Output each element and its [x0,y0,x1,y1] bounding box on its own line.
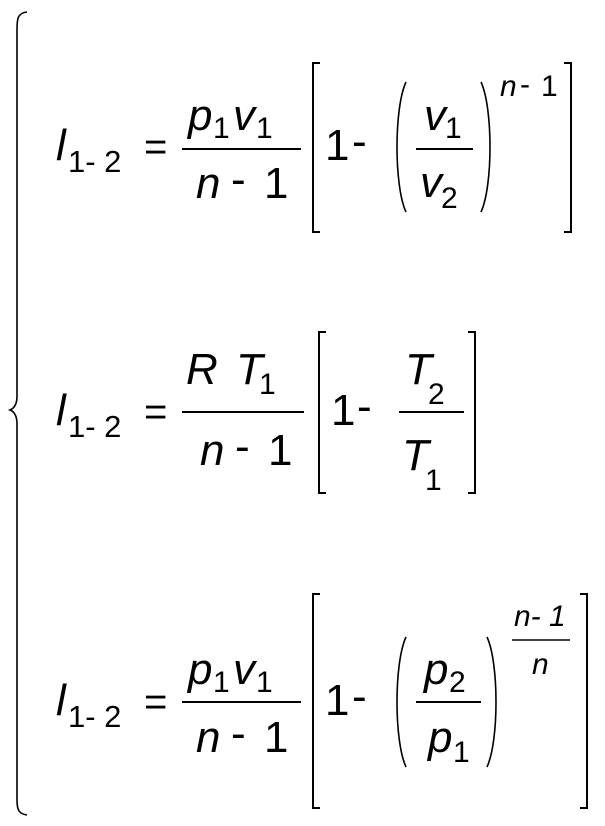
bracket-minus: - [352,117,367,166]
denominator-one: 1 [264,713,288,762]
exponent-numerator: n- 1 [514,600,566,633]
right-square-bracket [580,593,588,809]
left-brace [7,11,28,816]
right-parenthesis [480,81,491,213]
right-square-bracket [468,331,476,494]
inner-denominator-subscript: 1 [425,464,442,497]
numerator-subscript: 1 [256,666,273,699]
numerator-symbol: p [186,645,212,694]
denominator-one: 1 [268,426,292,475]
left-square-bracket [312,62,320,233]
left-square-bracket [318,331,326,494]
inner-numerator-symbol: T [405,345,435,394]
denominator-one: 1 [264,159,288,208]
exponent-denominator: n [532,648,549,681]
lhs-subscript: 1- 2 [68,144,121,179]
numerator-symbol: v [233,645,258,694]
lhs-symbol: l [56,121,67,170]
bracket-one: 1 [325,121,349,170]
lhs-subscript: 1- 2 [68,409,121,444]
inner-numerator-subscript: 2 [449,666,466,699]
inner-numerator-subscript: 2 [428,378,445,411]
numerator-subscript: 1 [256,112,273,145]
denominator-minus: - [231,709,246,758]
bracket-one: 1 [331,386,355,435]
numerator-symbol: T [236,345,266,394]
numerator-symbol: v [233,91,258,140]
equals-sign: = [144,390,167,434]
numerator-subscript: 1 [213,112,230,145]
lhs-subscript: 1- 2 [68,699,121,734]
inner-denominator-symbol: T [402,431,432,480]
inner-denominator-subscript: 1 [453,736,470,769]
inner-denominator-symbol: v [420,158,445,207]
inner-numerator-subscript: 1 [445,112,462,145]
numerator-symbol: p [186,91,212,140]
equals-sign: = [144,680,167,724]
right-square-bracket [564,62,572,233]
denominator-minus: - [235,422,250,471]
denominator-minus: - [231,155,246,204]
numerator-subscript: 1 [259,368,276,401]
numerator-symbol: R [186,345,218,394]
lhs-symbol: l [56,386,67,435]
left-square-bracket [312,593,320,809]
inner-numerator-symbol: v [424,91,449,140]
bracket-one: 1 [325,676,349,725]
exponent-minus: - [520,68,530,101]
equation-1: l 1- 2 = p 1 v 1 n - 1 1 - v 1 v 2 n - 1 [56,62,572,233]
lhs-symbol: l [56,676,67,725]
equation-3: l 1- 2 = p 1 v 1 n - 1 1 - p 2 p 1 n- 1 … [56,593,588,809]
inner-denominator-symbol: p [426,713,452,762]
exponent-one: 1 [541,70,558,103]
equals-sign: = [144,125,167,169]
exponent-n: n [500,70,517,103]
numerator-subscript: 1 [213,666,230,699]
left-parenthesis [396,81,407,213]
denominator-n: n [196,159,220,208]
left-parenthesis [396,636,407,768]
inner-denominator-subscript: 2 [441,182,458,215]
inner-numerator-symbol: p [422,645,448,694]
right-parenthesis [486,636,497,768]
equation-2: l 1- 2 = R T 1 n - 1 1 - T 2 T 1 [56,331,476,497]
denominator-n: n [196,713,220,762]
denominator-n: n [200,426,224,475]
bracket-minus: - [352,672,367,721]
bracket-minus: - [357,382,372,431]
